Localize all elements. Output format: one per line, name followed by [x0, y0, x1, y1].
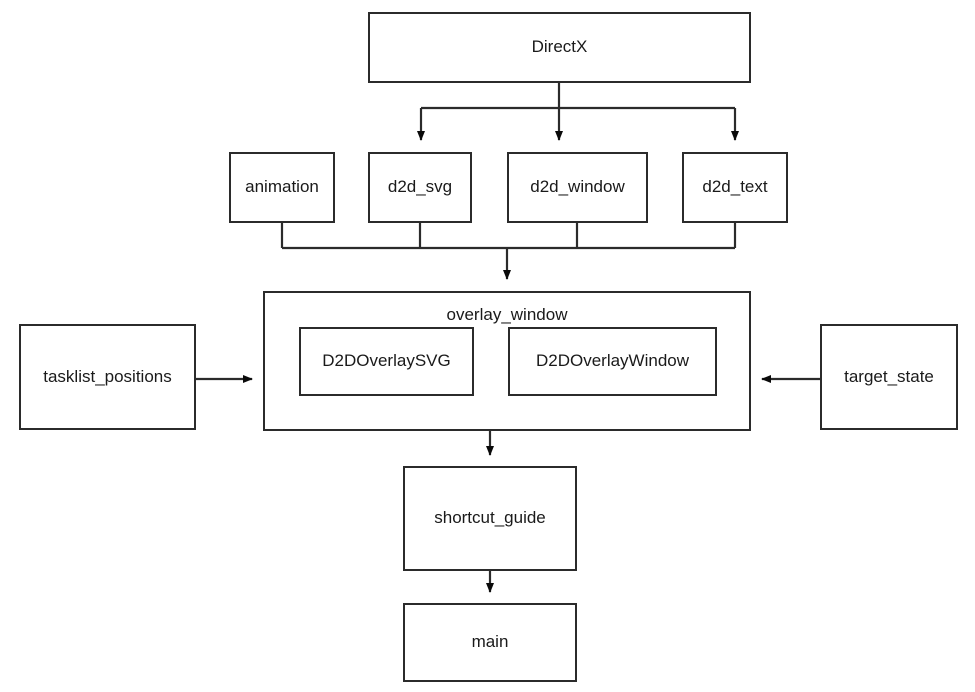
node-d2d-text-label: d2d_text: [702, 177, 768, 197]
node-d2doverlaysvg-label: D2DOverlaySVG: [322, 351, 451, 371]
node-d2doverlaysvg[interactable]: D2DOverlaySVG: [299, 327, 474, 396]
node-d2d-text[interactable]: d2d_text: [682, 152, 788, 223]
node-directx-label: DirectX: [531, 37, 588, 57]
node-tasklist-positions[interactable]: tasklist_positions: [19, 324, 196, 430]
node-d2doverlaywindow-label: D2DOverlayWindow: [535, 351, 690, 371]
cluster-overlay-window[interactable]: overlay_window: [263, 291, 751, 431]
node-target-state-label: target_state: [844, 366, 934, 386]
node-main[interactable]: main: [403, 603, 577, 682]
node-d2d-svg[interactable]: d2d_svg: [368, 152, 472, 223]
node-tasklist-positions-label: tasklist_positions: [43, 366, 172, 386]
node-shortcut-guide-label: shortcut_guide: [434, 508, 546, 528]
cluster-overlay-window-label: overlay_window: [446, 305, 568, 324]
node-d2d-window-label: d2d_window: [530, 177, 625, 197]
node-shortcut-guide[interactable]: shortcut_guide: [403, 466, 577, 571]
node-directx[interactable]: DirectX: [368, 12, 751, 83]
node-d2doverlaywindow[interactable]: D2DOverlayWindow: [508, 327, 717, 396]
node-d2d-window[interactable]: d2d_window: [507, 152, 648, 223]
node-d2d-svg-label: d2d_svg: [387, 177, 453, 197]
node-animation[interactable]: animation: [229, 152, 335, 223]
node-target-state[interactable]: target_state: [820, 324, 958, 430]
edge-directx-fanout: [417, 83, 739, 141]
node-animation-label: animation: [245, 177, 319, 197]
edge-modules-merge: [280, 223, 737, 280]
node-main-label: main: [471, 632, 509, 652]
